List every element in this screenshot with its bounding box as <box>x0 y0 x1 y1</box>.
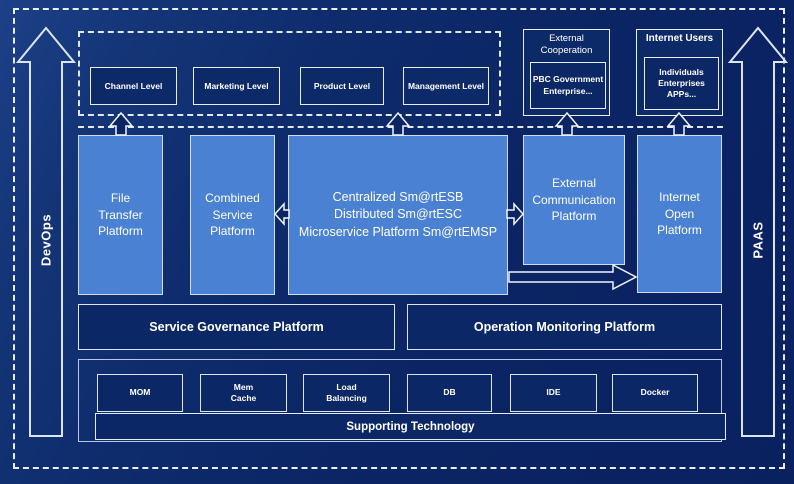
tech-box-load-balancing: Load Balancing <box>303 374 390 412</box>
platform-label: Combined Service Platform <box>205 190 260 239</box>
external-communication-platform-box: External Communication Platform <box>523 135 625 265</box>
level-label: Marketing Level <box>204 81 269 91</box>
platform-label: Centralized Sm@rtESB Distributed Sm@rtES… <box>298 189 498 239</box>
platform-label: Internet Open Platform <box>657 189 702 238</box>
file-transfer-platform-box: File Transfer Platform <box>78 135 163 295</box>
tech-box-ide: IDE <box>510 374 597 412</box>
level-box-product: Product Level <box>300 67 384 105</box>
central-esb-platform-box: Centralized Sm@rtESB Distributed Sm@rtES… <box>288 135 508 295</box>
operation-monitoring-platform-box: Operation Monitoring Platform <box>407 304 722 350</box>
level-label: Product Level <box>313 81 371 91</box>
external-cooperation-members: PBC Government Enterprise... <box>530 62 606 109</box>
internet-users-title: Internet Users <box>645 33 714 44</box>
platform-label: External Communication Platform <box>532 175 616 224</box>
external-cooperation-group: External Cooperation PBC Government Ente… <box>523 29 610 116</box>
combined-service-platform-box: Combined Service Platform <box>190 135 275 295</box>
supporting-technology-container <box>78 359 722 442</box>
internet-users-group: Internet Users Individuals Enterprises A… <box>636 29 723 116</box>
internet-open-platform-box: Internet Open Platform <box>637 135 722 293</box>
level-label: Channel Level <box>104 81 163 91</box>
levels-dashed-container <box>78 31 501 116</box>
paas-rail-label: PAAS <box>750 221 766 259</box>
tech-box-docker: Docker <box>612 374 698 412</box>
platform-label: File Transfer Platform <box>98 190 143 239</box>
level-box-marketing: Marketing Level <box>193 67 280 105</box>
dashed-separator-line <box>78 126 723 128</box>
tech-label: MOM <box>129 387 151 398</box>
service-governance-platform-box: Service Governance Platform <box>78 304 395 350</box>
tech-box-db: DB <box>407 374 492 412</box>
tech-box-mem-cache: Mem Cache <box>200 374 287 412</box>
external-cooperation-title: External Cooperation <box>540 33 593 56</box>
tech-box-mom: MOM <box>97 374 183 412</box>
level-label: Management Level <box>407 81 485 91</box>
governance-label: Service Governance Platform <box>149 320 324 334</box>
tech-label: Mem Cache <box>230 381 257 403</box>
tech-label: Load Balancing <box>326 381 367 403</box>
level-box-management: Management Level <box>403 67 489 105</box>
tech-label: DB <box>443 387 456 398</box>
monitoring-label: Operation Monitoring Platform <box>473 320 656 334</box>
internet-users-members: Individuals Enterprises APPs... <box>644 57 719 110</box>
level-box-channel: Channel Level <box>90 67 177 105</box>
supporting-technology-banner: Supporting Technology <box>95 413 726 440</box>
supporting-label: Supporting Technology <box>346 420 475 433</box>
devops-rail-label: DevOps <box>38 213 54 267</box>
tech-label: Docker <box>640 387 670 398</box>
tech-label: IDE <box>546 387 561 398</box>
